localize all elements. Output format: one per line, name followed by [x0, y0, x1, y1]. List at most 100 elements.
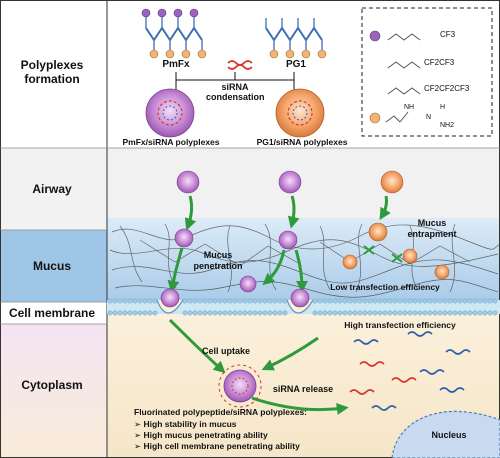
left-row-mucus-bg — [0, 230, 107, 302]
lipid-head — [447, 298, 453, 304]
lipid-head — [327, 310, 333, 316]
lipid-head — [182, 310, 188, 316]
lipid-head — [272, 298, 278, 304]
summary-bullet-3: ➢ High cell membrane penetrating ability — [134, 441, 300, 451]
lipid-head — [217, 298, 223, 304]
lipid-head — [262, 310, 268, 316]
lipid-head — [452, 298, 458, 304]
lipid-head — [317, 310, 323, 316]
lipid-head — [322, 310, 328, 316]
lipid-head — [397, 298, 403, 304]
sirna-icon-top — [227, 60, 253, 70]
lipid-head — [337, 298, 343, 304]
arrow-mucus-to-membrane-a — [167, 247, 184, 293]
lipid-head — [117, 298, 123, 304]
lipid-head — [317, 298, 323, 304]
lipid-head — [422, 298, 428, 304]
lipid-head — [137, 310, 143, 316]
side-chain-legend-box — [361, 7, 493, 137]
mucus-penetration-label: Mucus penetration — [193, 250, 243, 271]
lipid-head — [217, 310, 223, 316]
row-title-cytoplasm: Cytoplasm — [21, 378, 83, 392]
arrow-airway-to-mucus-b — [287, 195, 300, 229]
lipid-head — [472, 310, 478, 316]
lipid-head — [482, 310, 488, 316]
lipid-head — [232, 298, 238, 304]
lipid-head — [312, 298, 318, 304]
lipid-head — [352, 298, 358, 304]
lipid-head — [477, 310, 483, 316]
lipid-head — [262, 298, 268, 304]
lipid-head — [252, 310, 258, 316]
lipid-head — [152, 298, 158, 304]
lipid-head — [487, 298, 493, 304]
lipid-head — [242, 310, 248, 316]
lipid-head — [387, 298, 393, 304]
lipid-head — [452, 310, 458, 316]
lipid-head — [482, 298, 488, 304]
high-transfection-label: High transfection efficiency — [344, 320, 456, 330]
lipid-head — [252, 298, 258, 304]
released-sirna — [349, 331, 471, 411]
lipid-head — [202, 310, 208, 316]
lipid-head — [207, 298, 213, 304]
legend-formula-3: CF2CF2CF3 — [424, 84, 470, 93]
lipid-head — [377, 298, 383, 304]
lipid-head — [257, 310, 263, 316]
lipid-head — [147, 298, 153, 304]
lipid-head — [422, 310, 428, 316]
entrapment-marks — [363, 245, 403, 263]
lipid-head — [402, 298, 408, 304]
polymer-b-label: PG1 — [285, 59, 306, 70]
lipid-head — [382, 310, 388, 316]
lipid-head — [437, 310, 443, 316]
lipid-head — [402, 310, 408, 316]
lipid-head — [412, 310, 418, 316]
lipid-head — [237, 310, 243, 316]
lipid-head — [377, 310, 383, 316]
lipid-head — [277, 298, 283, 304]
lipid-head — [357, 310, 363, 316]
lipid-head — [152, 310, 158, 316]
lipid-head — [407, 298, 413, 304]
lipid-head — [212, 298, 218, 304]
lipid-head — [477, 298, 483, 304]
mucus-entrapment-label: Mucus entrapment — [407, 218, 457, 239]
lipid-head — [202, 298, 208, 304]
legend-formula-2: CF2CF3 — [424, 58, 455, 67]
left-row-membrane-bg — [0, 302, 107, 324]
row-title-mucus: Mucus — [32, 259, 71, 273]
lipid-head — [222, 310, 228, 316]
left-row-formation-bg — [0, 0, 107, 148]
lipid-head — [237, 298, 243, 304]
lipid-head — [312, 310, 318, 316]
lipid-head — [132, 298, 138, 304]
polymer-pmfx-icon — [141, 8, 207, 59]
lipid-head — [492, 298, 498, 304]
lipid-head — [112, 310, 118, 316]
legend-entry-chain-2 — [387, 61, 421, 69]
polyplex-pg1-large — [275, 88, 325, 138]
lipid-head — [357, 298, 363, 304]
lipid-head — [417, 310, 423, 316]
lipid-head — [112, 298, 118, 304]
lipid-head — [327, 298, 333, 304]
polyplexes-in-transit — [160, 170, 450, 408]
lipid-head — [332, 310, 338, 316]
row-title-airway: Airway — [32, 182, 72, 196]
polymer-a-label: PmFx — [162, 59, 190, 70]
lipid-head — [332, 298, 338, 304]
arrow-uptake-right — [261, 336, 319, 371]
lipid-head — [107, 310, 113, 316]
lipid-head — [367, 310, 373, 316]
lipid-head — [197, 310, 203, 316]
bullet-arrow-icon: ➢ — [134, 430, 142, 440]
lipid-head — [362, 310, 368, 316]
arrow-mucus-to-membrane-c — [294, 249, 308, 293]
nucleus — [391, 410, 500, 458]
arrow-mucus-to-membrane-b — [262, 249, 286, 286]
lipid-head — [437, 298, 443, 304]
lipid-head — [432, 310, 438, 316]
condensation-label: siRNA condensation — [206, 82, 265, 102]
